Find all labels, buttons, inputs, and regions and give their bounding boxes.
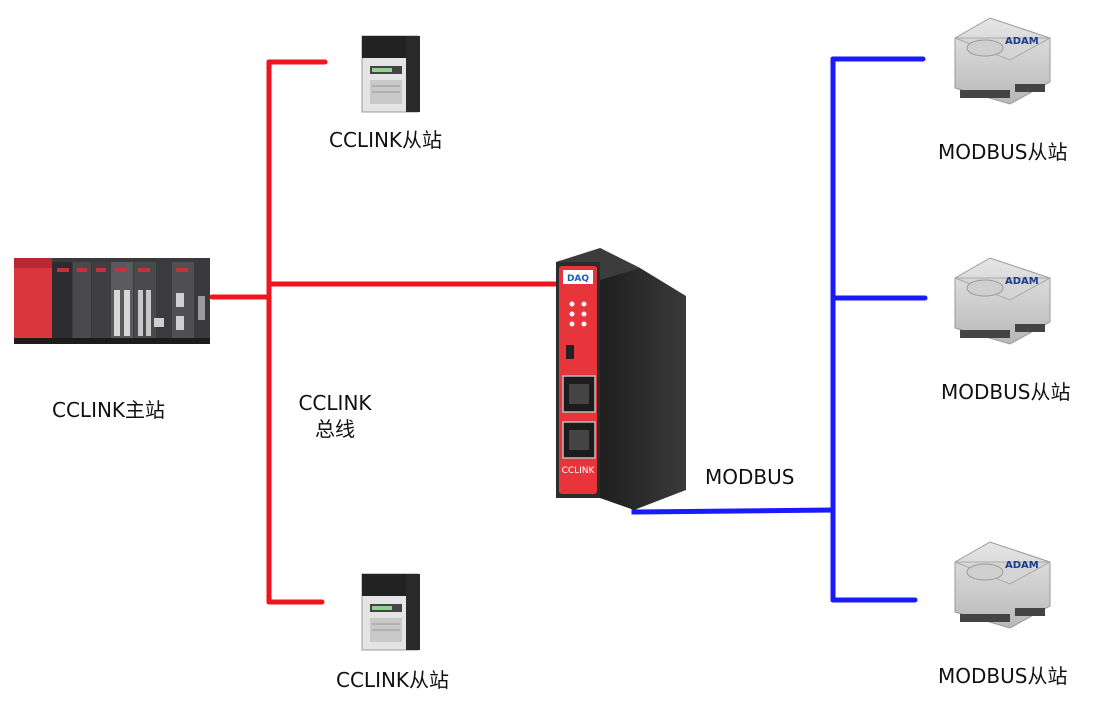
- modbus-slave-1-label: MODBUS从站: [938, 140, 1068, 164]
- gateway-leds: [569, 301, 587, 327]
- cclink-slave-top-label: CCLINK从站: [329, 128, 443, 152]
- modbus-slave-device-2: ADAM: [954, 257, 1051, 345]
- gateway-model-name: CCLINK: [562, 466, 596, 476]
- cclink-slave-device-top: [361, 35, 420, 113]
- bus-label: CCLINK 总线: [290, 390, 380, 442]
- modbus-slave-device-3: ADAM: [954, 541, 1051, 629]
- modbus-slave-device-1-brand: ADAM: [1005, 36, 1039, 47]
- modbus-slave-device-3-brand: ADAM: [1005, 560, 1039, 571]
- cclink-bus: [209, 59, 559, 605]
- cclink-slave-device-bottom: [361, 573, 420, 651]
- plc-master-rack: [14, 258, 210, 344]
- modbus-link-label: MODBUS: [705, 465, 795, 489]
- bus-label-line-2: 总线: [315, 417, 355, 441]
- modbus-slave-2-label: MODBUS从站: [941, 380, 1071, 404]
- modbus-slave-device-2-brand: ADAM: [1005, 276, 1039, 287]
- modbus-slave-device-1: ADAM: [954, 17, 1051, 105]
- cclink-modbus-gateway: DAQ CCLINK: [556, 248, 686, 510]
- master-label: CCLINK主站: [52, 398, 166, 422]
- cclink-slave-bottom-label: CCLINK从站: [336, 668, 450, 692]
- bus-label-line-1: CCLINK: [298, 391, 372, 415]
- modbus-slave-3-label: MODBUS从站: [938, 664, 1068, 688]
- gateway-brand: DAQ: [567, 274, 589, 284]
